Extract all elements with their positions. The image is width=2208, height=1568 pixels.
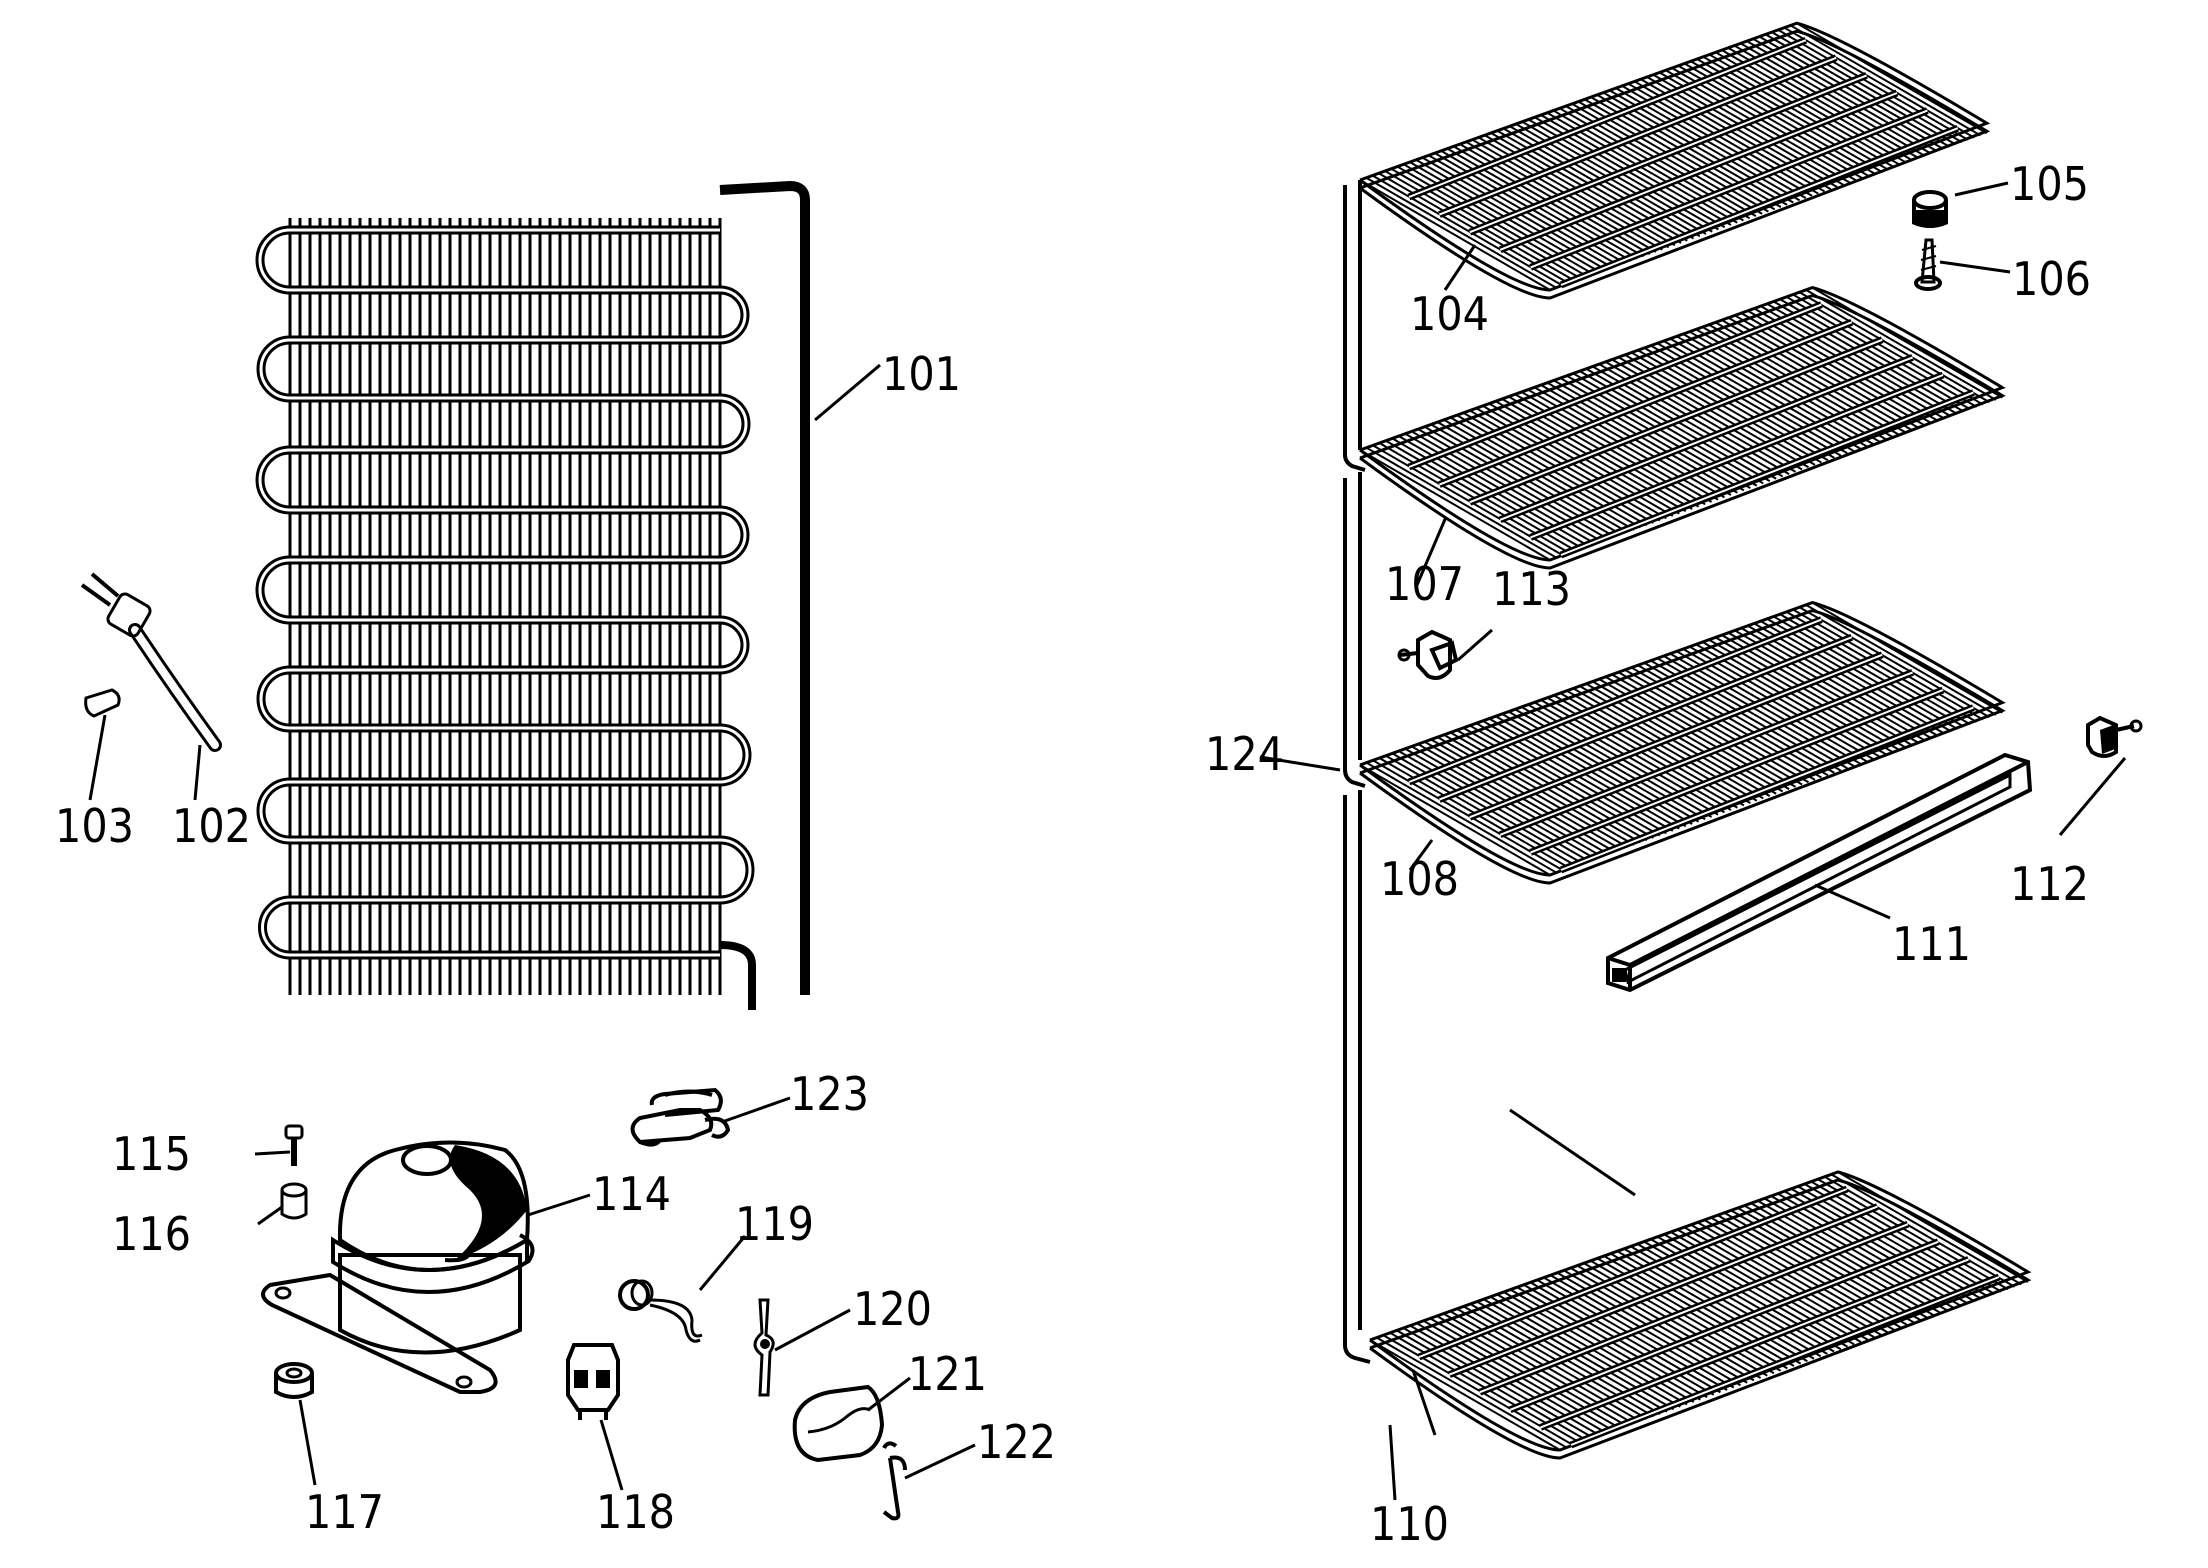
retainer-clip xyxy=(2086,715,2143,758)
relay-cover xyxy=(792,1384,885,1463)
label-110: 110 xyxy=(1370,1497,1449,1551)
label-108: 108 xyxy=(1380,852,1459,906)
start-relay xyxy=(566,1343,620,1420)
label-118: 118 xyxy=(596,1485,675,1539)
mounting-bolt xyxy=(284,1124,304,1166)
cord-clip xyxy=(84,688,121,718)
compressor xyxy=(261,1140,535,1394)
label-106: 106 xyxy=(2012,252,2091,306)
label-115: 115 xyxy=(112,1127,191,1181)
label-103: 103 xyxy=(55,799,134,853)
label-101: 101 xyxy=(882,347,961,401)
screw xyxy=(1914,238,1942,291)
condenser-coil xyxy=(255,180,810,1010)
label-124: 124 xyxy=(1205,727,1284,781)
label-107: 107 xyxy=(1385,557,1464,611)
label-120: 120 xyxy=(853,1282,932,1336)
label-104: 104 xyxy=(1410,287,1489,341)
evaporator-shelf xyxy=(1359,601,2006,885)
cap xyxy=(1912,190,1948,228)
power-cord xyxy=(80,572,222,752)
label-119: 119 xyxy=(735,1197,814,1251)
label-121: 121 xyxy=(908,1347,987,1401)
evaporator-assembly xyxy=(1343,21,2032,1460)
evaporator-shelf xyxy=(1369,1170,2032,1460)
label-102: 102 xyxy=(172,799,251,853)
spacer xyxy=(274,1362,314,1399)
label-122: 122 xyxy=(977,1415,1056,1469)
shelf-clip xyxy=(1397,629,1459,680)
label-111: 111 xyxy=(1892,917,1971,971)
grommet xyxy=(280,1182,308,1220)
trim-rail xyxy=(1606,752,2033,993)
label-113: 113 xyxy=(1492,562,1571,616)
evaporator-shelf xyxy=(1359,286,2006,570)
label-117: 117 xyxy=(305,1485,384,1539)
label-112: 112 xyxy=(2010,857,2089,911)
label-114: 114 xyxy=(592,1167,671,1221)
label-105: 105 xyxy=(2010,157,2089,211)
leader-lines xyxy=(88,181,2127,1501)
overload-protector xyxy=(618,1279,703,1343)
cover-clip xyxy=(882,1441,907,1521)
label-116: 116 xyxy=(112,1207,191,1261)
bracket xyxy=(753,1298,775,1397)
label-123: 123 xyxy=(790,1067,869,1121)
callouts: 101 102 103 104 105 106 107 108 110 111 … xyxy=(55,157,2091,1551)
evaporator-shelf xyxy=(1359,21,1991,300)
wire-retainer xyxy=(630,1087,731,1147)
